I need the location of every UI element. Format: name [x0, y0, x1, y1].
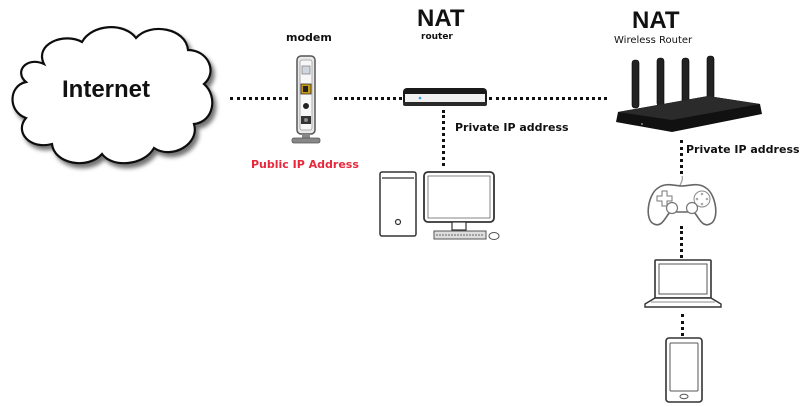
router-private-ip-label: Private IP address: [455, 121, 569, 134]
nat-router-title: NAT: [417, 5, 465, 32]
internet-label: Internet: [62, 76, 151, 103]
laptop-icon: [644, 259, 722, 308]
public-ip-label: Public IP Address: [251, 158, 359, 171]
connector-controller-laptop: [680, 226, 683, 258]
modem-label: modem: [286, 31, 332, 44]
connector-router-desktop: [442, 110, 445, 166]
wireless-router-icon: [616, 55, 762, 132]
nat-wireless-label: Wireless Router: [614, 35, 693, 46]
connector-laptop-phone: [681, 314, 684, 336]
connector-wireless-controller: [680, 140, 683, 174]
nat-wireless-title: NAT: [632, 7, 680, 34]
wireless-private-ip-label: Private IP address: [686, 143, 800, 156]
desktop-computer-icon: [379, 171, 500, 240]
router-icon: [403, 88, 487, 106]
smartphone-icon: [665, 337, 703, 403]
connector-router-wireless: [489, 97, 607, 100]
connector-modem-router: [334, 97, 402, 100]
connector-internet-modem: [230, 97, 288, 100]
modem-icon: [291, 55, 321, 144]
internet-cloud-icon: [11, 26, 214, 165]
game-controller-icon: [647, 175, 717, 226]
nat-router-label: router: [421, 32, 453, 42]
